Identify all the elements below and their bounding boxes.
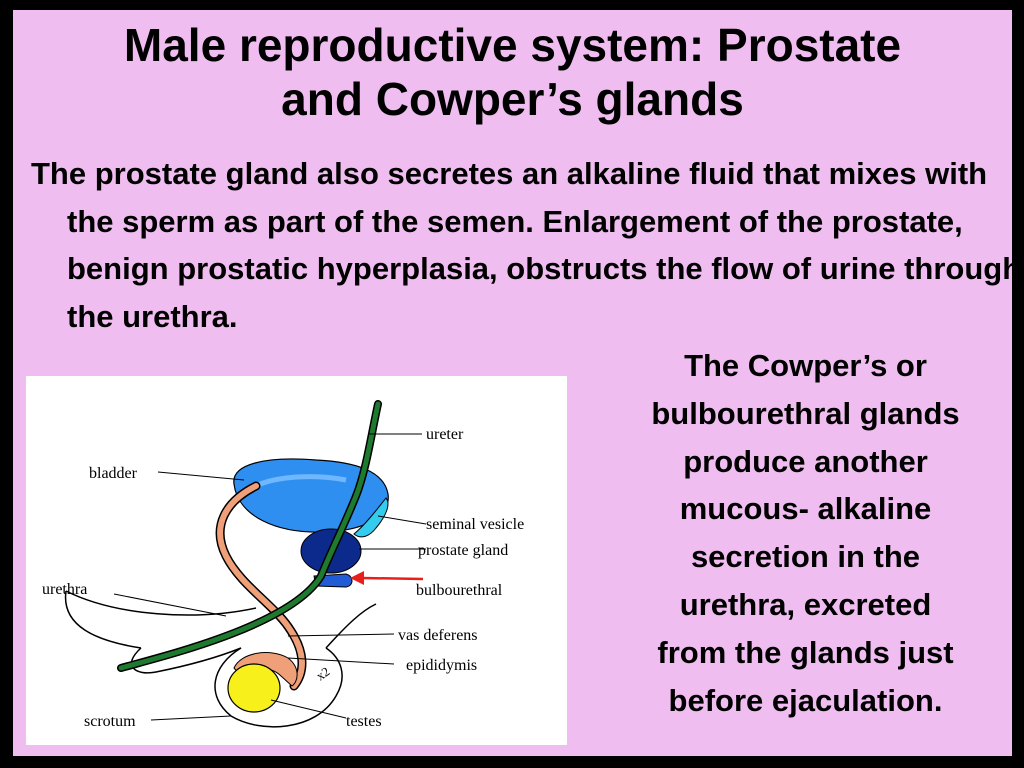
cowper-line: from the glands just <box>657 634 954 670</box>
leader-line <box>270 699 347 719</box>
label-prostate-gland: prostate gland <box>418 542 508 559</box>
pointer-arrow-head <box>350 571 364 585</box>
slide-title: Male reproductive system: Prostate and C… <box>13 18 1012 126</box>
body-outline <box>64 590 142 649</box>
bladder-highlight <box>254 474 347 489</box>
body-outline <box>65 590 257 616</box>
label-bladder: bladder <box>89 465 138 482</box>
label-seminal-vesicle: seminal vesicle <box>426 516 524 533</box>
cowper-line: before ejaculation. <box>668 682 943 718</box>
cowper-line: produce another <box>683 443 928 479</box>
cowper-paragraph: The Cowper’s or bulbourethral glands pro… <box>603 342 1008 724</box>
seminal-vesicle-shape <box>353 497 389 538</box>
prostate-paragraph: The prostate gland also secretes an alka… <box>31 156 1012 334</box>
leader-line <box>157 471 245 481</box>
scrotum-outline <box>214 647 343 728</box>
label-epididymis: epididymis <box>406 657 477 674</box>
cowper-line: mucous- alkaline <box>679 491 932 527</box>
cowper-line: secretion in the <box>690 539 921 575</box>
cowper-line: bulbourethral glands <box>651 395 960 431</box>
leader-line <box>113 593 227 617</box>
leader-line <box>150 715 232 721</box>
reproductive-diagram-svg: ureter bladder seminal vesicle prostate … <box>42 400 524 730</box>
slide: Male reproductive system: Prostate and C… <box>13 10 1012 756</box>
pointer-arrow <box>361 576 424 581</box>
label-urethra: urethra <box>42 581 87 598</box>
label-vas-deferens: vas deferens <box>398 627 478 644</box>
label-bulbourethral: bulbourethral <box>416 582 503 599</box>
cowper-line: The Cowper’s or <box>684 348 927 383</box>
cowper-line: urethra, excreted <box>679 586 932 622</box>
urethra-tube <box>118 401 381 671</box>
leader-line <box>287 633 395 637</box>
label-testes: testes <box>346 713 382 730</box>
label-ureter: ureter <box>426 426 464 443</box>
body-outline <box>325 603 377 649</box>
leader-line <box>377 515 427 525</box>
vas-deferens-tube <box>217 483 305 689</box>
reproductive-diagram: ureter bladder seminal vesicle prostate … <box>26 376 567 745</box>
leader-line <box>287 657 395 665</box>
slide-title-line-1: Male reproductive system: Prostate <box>123 19 902 71</box>
label-magnification: x2 <box>313 664 332 684</box>
label-scrotum: scrotum <box>84 713 136 730</box>
testes-shape <box>227 663 281 713</box>
slide-title-line-2: and Cowper’s glands <box>281 73 744 125</box>
